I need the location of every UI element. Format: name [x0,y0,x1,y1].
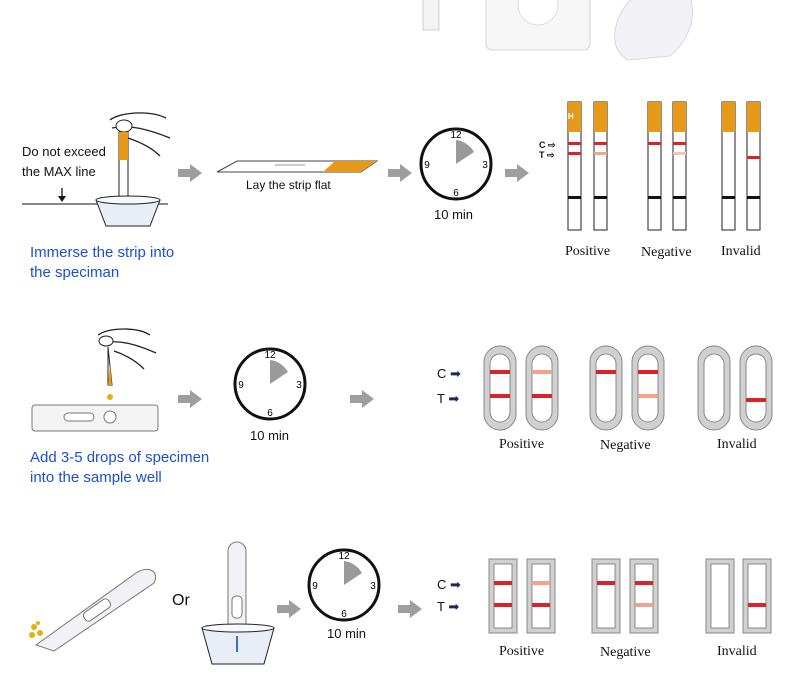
arrow-right [277,600,301,618]
product-photo-top [422,0,693,61]
strip-negative-1 [647,101,662,231]
midstream-window-positive-2 [526,558,556,634]
result-negative-label: Negative [600,438,651,453]
strip-positive-1 [567,101,582,231]
svg-text:9: 9 [238,380,244,391]
result-invalid-label: Invalid [717,644,757,659]
cassette-window-positive-2 [525,345,559,431]
svg-text:6: 6 [453,188,459,199]
result-positive-label: Positive [499,644,545,659]
max-line-note-2: the MAX line [22,164,96,179]
control-line-marker: C ⇨ [539,140,556,150]
midstream-stream-illustration [29,568,156,652]
wait-time-label: 10 min [434,207,474,222]
svg-text:12: 12 [450,130,462,141]
svg-text:12: 12 [264,350,276,361]
instruction-strip: Immerse the strip into the speciman [30,243,174,283]
result-negative-label: Negative [641,245,692,260]
strip-invalid-2 [746,101,761,231]
strip-invalid-1 [721,101,736,231]
arrow-right [388,164,412,182]
cassette-drop-illustration [31,328,159,432]
cassette-window-negative-1 [589,345,623,431]
product-midstream-photo [614,0,693,61]
cassette-window-positive-1 [483,345,517,431]
cassette-window-invalid-1 [697,345,731,431]
arrow-right [398,600,422,618]
result-positive-label: Positive [565,244,611,259]
control-line-marker: C ➡ [437,366,461,381]
instruction-strip-line-2: the speciman [30,264,120,281]
result-invalid-label: Invalid [721,244,761,259]
strip-negative-2 [672,101,687,231]
wait-time-label: 10 min [327,626,367,641]
midstream-window-positive-1 [488,558,518,634]
midstream-window-negative-2 [629,558,659,634]
strip-laying-flat [216,160,379,173]
result-invalid-label: Invalid [717,437,757,452]
clock-icon: 12 3 6 9 [419,127,493,201]
strip-dip-illustration [22,112,171,227]
test-line-marker: T ➡ [437,599,460,614]
instruction-cassette-line-1: Add 3-5 drops of specimen [30,449,210,466]
clock-icon: 12 3 6 9 [307,548,381,622]
result-positive-label: Positive [499,437,545,452]
product-strip-photo [422,0,440,31]
midstream-window-invalid-2 [742,558,772,634]
svg-text:3: 3 [482,160,488,171]
arrow-right [505,164,529,182]
cassette-results [483,345,773,431]
result-negative-label: Negative [600,645,651,660]
control-line-marker: C ➡ [437,577,461,592]
svg-text:9: 9 [424,160,430,171]
wait-time-label: 10 min [250,428,290,443]
strip-results [567,101,761,231]
instruction-cassette-line-2: into the sample well [30,469,162,486]
svg-text:3: 3 [296,380,302,391]
midstream-results [488,558,772,634]
lay-flat-label: Lay the strip flat [246,178,331,192]
svg-text:3: 3 [370,581,376,592]
svg-text:6: 6 [341,609,347,620]
strip-label-text: LH [563,112,574,121]
midstream-window-invalid-1 [705,558,735,634]
svg-text:9: 9 [312,581,318,592]
clock-icon: 12 3 6 9 [233,347,307,421]
midstream-window-negative-1 [591,558,621,634]
test-line-marker: T ➡ [437,391,460,406]
arrow-right [350,390,374,408]
max-line-note-1: Do not exceed [22,144,106,159]
or-label: Or [172,592,190,609]
test-line-marker: T ⇨ [539,150,555,160]
svg-text:12: 12 [338,551,350,562]
cassette-window-invalid-2 [739,345,773,431]
instruction-strip-line-1: Immerse the strip into [30,244,175,261]
arrow-right [178,390,202,408]
svg-text:6: 6 [267,408,273,419]
instruction-cassette: Add 3-5 drops of specimen into the sampl… [30,448,209,488]
midstream-dip-illustration [201,541,275,665]
strip-positive-2 [593,101,608,231]
arrow-right [178,164,202,182]
cassette-window-negative-2 [631,345,665,431]
